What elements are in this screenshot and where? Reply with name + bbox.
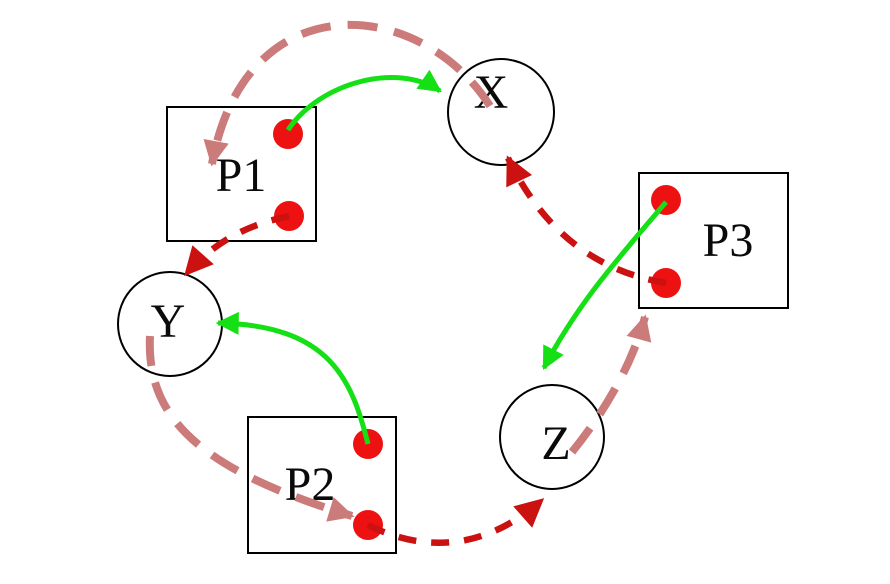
label-y: Y (151, 295, 186, 348)
label-p3: P3 (703, 214, 754, 267)
dark-red-arrow-p3-to-x (505, 155, 667, 287)
green-arrow-p3-to-z (541, 200, 668, 371)
process-box-p3 (638, 172, 789, 309)
pink-arrow-x-to-p1 (203, 20, 494, 167)
process-box-p1 (166, 106, 317, 242)
label-z: Z (541, 417, 570, 470)
resource-circle-x (447, 58, 555, 166)
pink-arrow-z-to-p3 (568, 314, 652, 455)
dot-p3-top (651, 185, 681, 215)
green-arrow-p1-to-x (285, 69, 442, 132)
process-box-p2 (247, 416, 397, 554)
resource-circle-z (499, 384, 605, 490)
label-p1: P1 (216, 149, 267, 202)
green-arrow-p2-to-y (215, 311, 371, 445)
dark-red-arrow-p1-to-y (183, 212, 290, 277)
pink-arrow-y-to-p2 (145, 335, 355, 522)
dark-red-arrow-p2-to-z (366, 497, 545, 546)
dot-p1-top (273, 119, 303, 149)
